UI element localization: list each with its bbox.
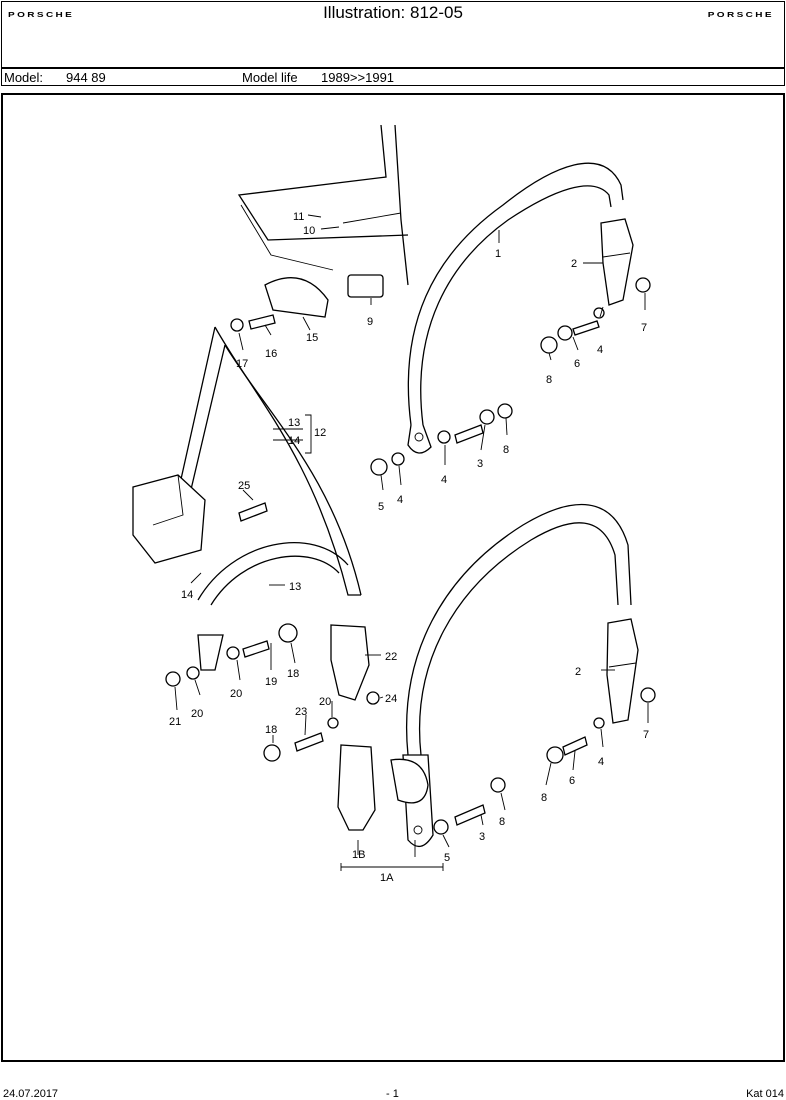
callout-5a: 5 <box>378 501 384 513</box>
callout-12: 12 <box>314 427 326 439</box>
callout-7b: 7 <box>643 729 649 741</box>
callout-20a: 20 <box>230 688 242 700</box>
hardware-parts <box>165 274 656 835</box>
callout-1B: 1B <box>352 849 365 861</box>
callout-8a: 8 <box>546 374 552 386</box>
callout-labels: 1 2 4 6 8 7 11 10 9 15 16 17 3 8 4 5 4 1… <box>169 211 649 884</box>
callout-2a: 2 <box>571 258 577 270</box>
callout-16: 16 <box>265 348 277 360</box>
seat-belt-upper-right <box>407 162 634 454</box>
callout-7a: 7 <box>641 322 647 334</box>
callout-6b: 6 <box>569 775 575 787</box>
callout-1: 1 <box>495 248 501 260</box>
porsche-logo-right: PORSCHE <box>707 11 774 20</box>
model-bar: Model: 944 89 Model life 1989>>1991 <box>1 67 785 86</box>
callout-4d: 4 <box>598 756 604 768</box>
callout-8c: 8 <box>541 792 547 804</box>
callout-1A: 1A <box>380 872 394 884</box>
callout-4a: 4 <box>597 344 603 356</box>
callout-21: 21 <box>169 716 181 728</box>
callout-19: 19 <box>265 676 277 688</box>
callout-6a: 6 <box>574 358 580 370</box>
model-value: 944 89 <box>66 70 106 85</box>
parts-diagram: 1 2 4 6 8 7 11 10 9 15 16 17 3 8 4 5 4 1… <box>1 93 785 1062</box>
callout-20b: 20 <box>191 708 203 720</box>
footer-page-number: - 1 <box>386 1088 399 1100</box>
seat-belt-lower-right <box>337 503 639 847</box>
callout-18b: 18 <box>265 724 277 736</box>
callout-15: 15 <box>306 332 318 344</box>
callout-10: 10 <box>303 225 315 237</box>
footer-date: 24.07.2017 <box>3 1088 59 1100</box>
callout-17: 17 <box>236 358 248 370</box>
callout-13a: 13 <box>288 417 300 429</box>
footer-catalog: Kat 014 <box>746 1088 784 1100</box>
callout-3a: 3 <box>477 458 483 470</box>
callout-9: 9 <box>367 316 373 328</box>
porsche-logo-left: PORSCHE <box>8 11 75 20</box>
callout-24: 24 <box>385 693 397 705</box>
callout-14a: 14 <box>288 435 300 447</box>
callout-4b: 4 <box>441 474 447 486</box>
model-label: Model: <box>4 70 44 85</box>
callout-20c: 20 <box>319 696 331 708</box>
callout-13b: 13 <box>289 581 301 593</box>
callout-5b: 5 <box>444 852 450 864</box>
callout-23: 23 <box>295 706 307 718</box>
body-panel <box>237 124 409 286</box>
callout-8b: 8 <box>503 444 509 456</box>
callout-11: 11 <box>293 211 304 223</box>
model-life-label: Model life <box>242 70 298 85</box>
callout-14b: 14 <box>181 589 193 601</box>
callout-4c: 4 <box>397 494 403 506</box>
callout-22: 22 <box>385 651 397 663</box>
exploded-view-drawing: 1 2 4 6 8 7 11 10 9 15 16 17 3 8 4 5 4 1… <box>132 124 656 884</box>
model-life-value: 1989>>1991 <box>321 70 395 85</box>
callout-leaders <box>174 214 649 871</box>
page-title: Illustration: 812-05 <box>323 3 463 22</box>
callout-3b: 3 <box>479 831 485 843</box>
callout-2b: 2 <box>575 666 581 678</box>
callout-25: 25 <box>238 480 250 492</box>
header-bar: PORSCHE Illustration: 812-05 PORSCHE <box>1 1 785 68</box>
seat-belt-left <box>132 326 370 701</box>
callout-18a: 18 <box>287 668 299 680</box>
callout-8d: 8 <box>499 816 505 828</box>
